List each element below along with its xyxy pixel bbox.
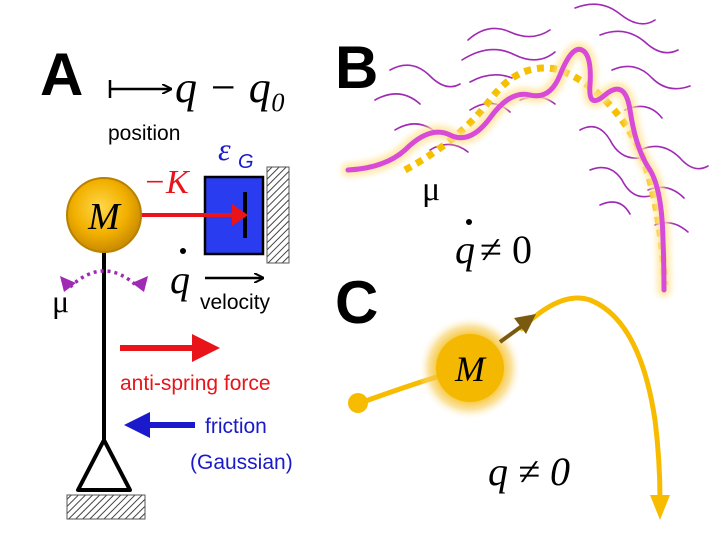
ground-hatch — [66, 494, 146, 520]
condition-c: q ≠ 0 — [488, 449, 570, 494]
condition-b-rest: ≠ 0 — [480, 227, 532, 272]
spring-constant-label: −K — [143, 164, 191, 201]
c-direction-head — [514, 314, 536, 334]
friction-label: friction — [205, 415, 267, 438]
panel-c: C M q ≠ 0 — [335, 269, 670, 520]
c-direction-line — [498, 324, 524, 344]
gaussian-subscript: G — [238, 151, 254, 173]
friction-arrow-head — [124, 412, 150, 438]
wall-hatch — [266, 166, 290, 264]
phase-swirls — [374, 3, 709, 233]
trajectory-curve — [345, 46, 667, 293]
velocity-symbol: q — [170, 257, 190, 302]
position-label: position — [108, 122, 180, 145]
panel-b: B μ q — [335, 3, 709, 297]
mass-label: M — [87, 196, 122, 238]
mu-arc-right-head — [132, 276, 148, 292]
gaussian-label: (Gaussian) — [190, 451, 293, 474]
panel-letter-b: B — [335, 34, 378, 101]
mu-label-b: μ — [422, 171, 440, 208]
panel-a: A q − q₀ position ε G −K M μ q ve — [40, 41, 293, 520]
c-trajectory-head — [650, 495, 670, 520]
c-trajectory-out — [518, 295, 663, 501]
c-mass-label: M — [454, 349, 487, 389]
mean-path-dotted — [403, 64, 669, 286]
velocity-dot — [180, 248, 186, 254]
velocity-label: velocity — [200, 291, 271, 314]
condition-b-q: q — [455, 227, 475, 272]
anti-spring-link-head — [232, 204, 248, 226]
anti-spring-arrow-head — [192, 334, 220, 362]
gaussian-symbol: ε — [218, 131, 231, 167]
panel-letter-a: A — [40, 41, 83, 108]
condition-b-dot — [466, 219, 472, 225]
c-mass-ball — [436, 334, 504, 402]
c-start-dot — [348, 393, 368, 413]
mu-arc-left-head — [60, 276, 76, 292]
mu-arc — [68, 269, 140, 289]
mass-ball — [66, 177, 142, 253]
mu-label-a: μ — [52, 283, 69, 319]
displacement-label: q − q₀ — [175, 63, 286, 112]
panel-letter-c: C — [335, 269, 378, 336]
anti-spring-label: anti-spring force — [120, 372, 271, 395]
pivot-triangle — [76, 438, 132, 492]
